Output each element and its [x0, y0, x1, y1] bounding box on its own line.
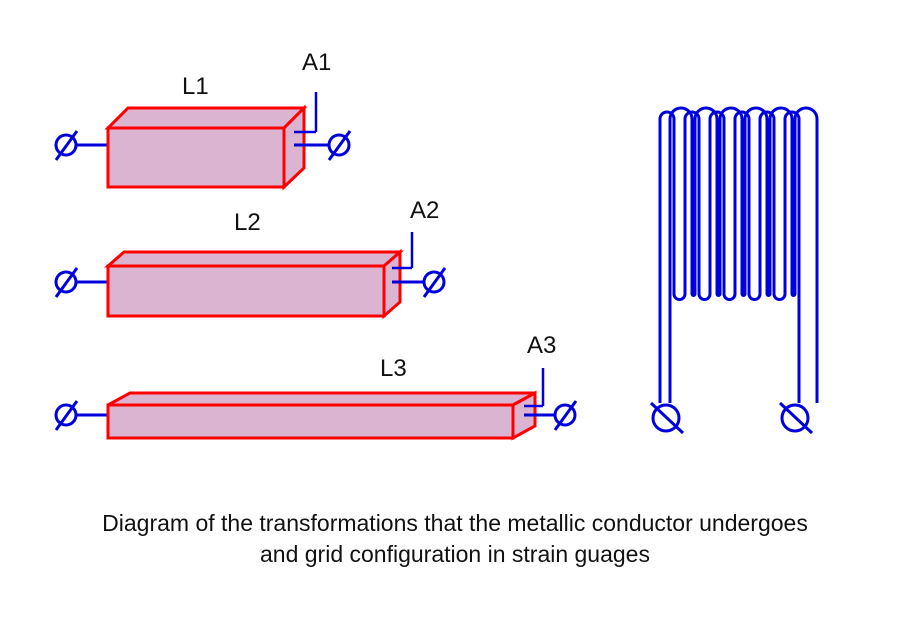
- conductor-bar-2: L2 A2: [54, 197, 447, 320]
- caption-line-1: Diagram of the transformations that the …: [102, 510, 808, 536]
- terminal-icon: [649, 401, 685, 435]
- bar-top-face-1: [104, 106, 308, 130]
- terminal-icon: [54, 130, 79, 161]
- terminal-icon: [54, 400, 79, 431]
- strain-gauge-grid: [649, 106, 819, 435]
- bar-top-face-3: [107, 391, 536, 407]
- area-label-3: A3: [527, 332, 556, 359]
- terminal-icon: [422, 267, 447, 298]
- conductor-bar-3: L3 A3: [54, 332, 578, 441]
- bar-front-face-3: [106, 403, 515, 440]
- terminal-icon: [54, 267, 79, 298]
- caption-line-2: and grid configuration in strain guages: [260, 541, 650, 567]
- diagram-caption: Diagram of the transformations that the …: [0, 508, 910, 570]
- terminal-icon: [553, 400, 578, 431]
- area-label-2: A2: [410, 197, 439, 224]
- bar-front-face-1: [106, 126, 286, 189]
- grid-wire-inner: [668, 106, 819, 403]
- area-label-1: A1: [302, 49, 331, 76]
- terminal-icon: [327, 130, 352, 161]
- bar-top-face-2: [104, 250, 404, 268]
- length-label-1: L1: [182, 73, 209, 100]
- length-label-2: L2: [234, 209, 261, 236]
- conductor-bar-1: L1 A1: [54, 49, 352, 191]
- grid-wire-outer: [658, 110, 801, 403]
- terminal-icon: [778, 401, 814, 435]
- length-label-3: L3: [380, 355, 407, 382]
- bar-front-face-2: [106, 264, 386, 318]
